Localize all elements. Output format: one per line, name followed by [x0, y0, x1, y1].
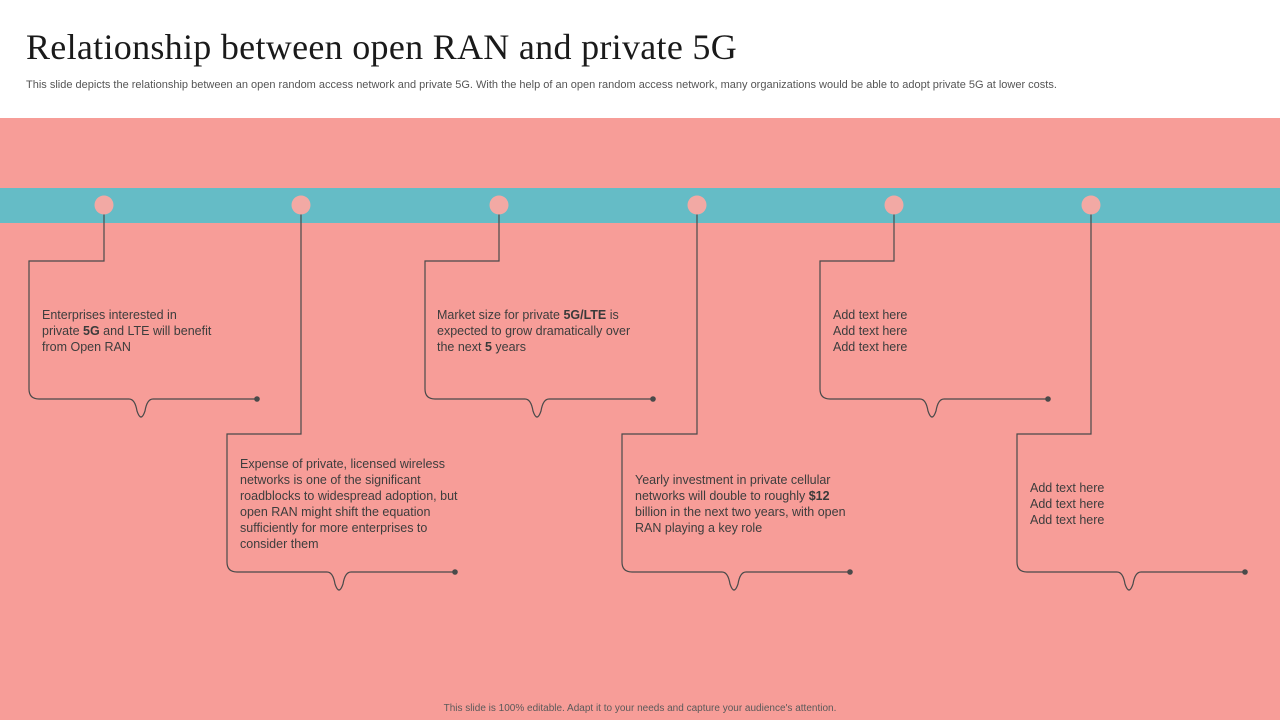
placeholder-text: Add text here [1030, 497, 1105, 511]
callout-connector [28, 205, 257, 418]
timeline-node [1081, 195, 1101, 215]
callout-connector [819, 205, 1048, 418]
timeline-item-text: Market size for private 5G/LTE is expect… [437, 307, 637, 355]
placeholder-text: Add text here [833, 324, 908, 338]
timeline-node [687, 195, 707, 215]
callout-end-dot [452, 569, 458, 575]
body-text: and LTE will benefit from Open RAN [42, 324, 212, 354]
timeline-node [94, 195, 114, 215]
placeholder-text: Add text here [833, 308, 908, 322]
timeline-band [0, 188, 1280, 223]
placeholder-text: Add text here [833, 340, 908, 354]
body-text: Market size for private [437, 308, 564, 322]
timeline-node [489, 195, 509, 215]
highlight-text: 5G [83, 324, 100, 338]
slide-header: Relationship between open RAN and privat… [0, 0, 1280, 118]
placeholder-text: Add text here [1030, 481, 1105, 495]
highlight-text: 5 [484, 340, 492, 354]
callout-end-dot [650, 396, 656, 402]
body-text: Expense of private, licensed wireless ne… [240, 457, 458, 551]
body-text: is expected to grow dramatically over th… [437, 308, 631, 354]
callout-end-dot [847, 569, 853, 575]
callout-end-dot [254, 396, 260, 402]
callout-end-dot [1045, 396, 1051, 402]
callout-connector [424, 205, 653, 418]
slide-footer: This slide is 100% editable. Adapt it to… [443, 703, 837, 714]
callout-end-dot [1242, 569, 1248, 575]
body-text: years [491, 340, 526, 354]
body-text: Yearly investment in private cellular ne… [635, 473, 831, 503]
slide-title: Relationship between open RAN and privat… [26, 27, 738, 67]
callout-connector [1016, 205, 1245, 591]
highlight-text: 5G/LTE [563, 308, 607, 322]
timeline-node [884, 195, 904, 215]
highlight-text: $12 [808, 489, 830, 503]
timeline-node [291, 195, 311, 215]
body-text: billion in the next two years, with open… [635, 505, 846, 535]
timeline-item-text: Enterprises interested in private 5G and… [42, 307, 217, 355]
placeholder-text: Add text here [1030, 513, 1105, 527]
timeline-item-text: Expense of private, licensed wireless ne… [240, 456, 465, 552]
callout-connector [621, 205, 850, 591]
callout-connector [226, 205, 455, 591]
slide-subtitle: This slide depicts the relationship betw… [26, 79, 1057, 91]
timeline-item-text: Yearly investment in private cellular ne… [635, 472, 850, 536]
body-text: Enterprises interested in private [42, 308, 177, 338]
